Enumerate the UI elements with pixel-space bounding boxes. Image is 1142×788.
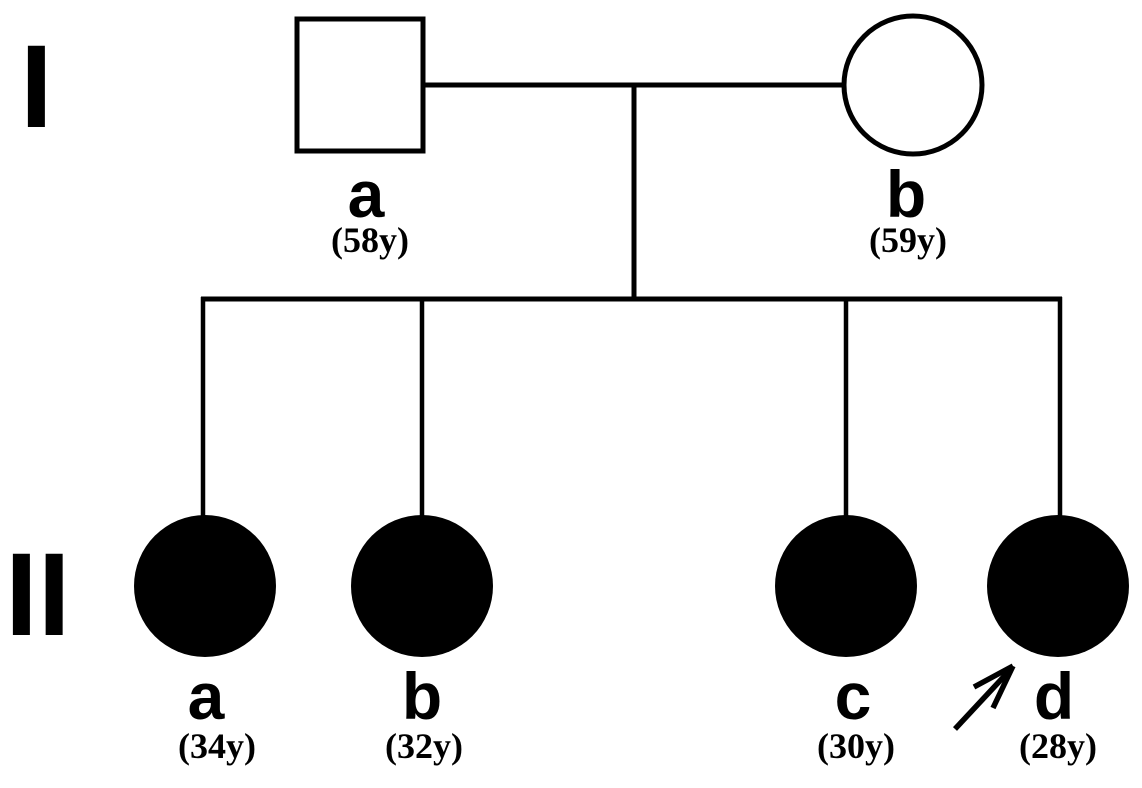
individual-II-b-age-label: (32y) — [385, 726, 463, 766]
individual-II-c-id-label: c — [834, 659, 872, 733]
individual-I-a-symbol-male-unaffected — [294, 16, 426, 154]
individual-II-d-id-label: d — [1033, 659, 1075, 733]
proband-arrow-icon — [952, 663, 1016, 731]
individual-II-d-age-label: (28y) — [1019, 726, 1097, 766]
individual-II-b-id-label: b — [401, 659, 443, 733]
individual-I-b-age-label: (59y) — [869, 220, 947, 260]
individual-I-a-age-label: (58y) — [331, 220, 409, 260]
individual-II-d-symbol-female-affected — [987, 515, 1129, 657]
individual-II-a-id-label: a — [187, 659, 225, 733]
individual-II-a-symbol-female-affected — [134, 515, 276, 657]
generation-label-I: I — [20, 21, 53, 153]
individual-II-c-symbol-female-affected — [775, 515, 917, 657]
individual-II-c-age-label: (30y) — [817, 726, 895, 766]
individual-II-a-age-label: (34y) — [178, 726, 256, 766]
individual-II-b-symbol-female-affected — [351, 515, 493, 657]
individual-I-a-id-label: a — [347, 157, 385, 231]
individual-I-b-id-label: b — [885, 157, 927, 231]
individual-I-b-symbol-female-unaffected — [841, 13, 985, 157]
generation-label-II: II — [5, 529, 71, 661]
